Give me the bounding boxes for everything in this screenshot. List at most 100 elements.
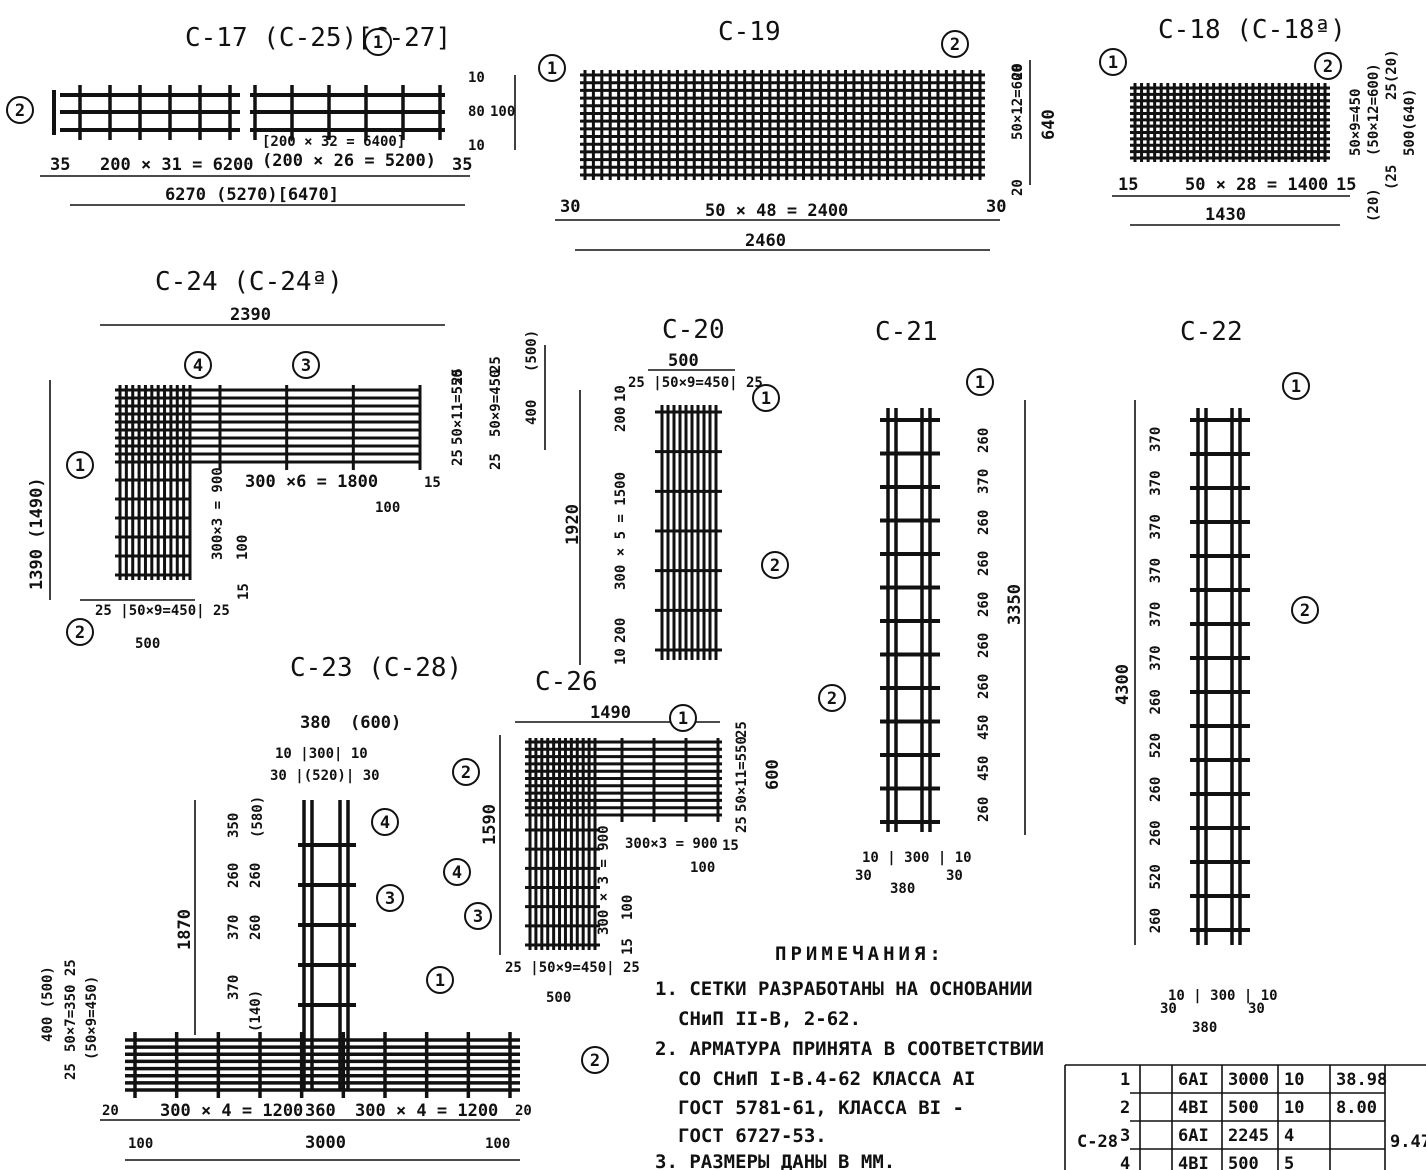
c21-segment-label: 260 (976, 674, 992, 699)
c23-b2: 300 × 4 = 1200 (160, 1101, 303, 1121)
c26-e15: 15 (722, 838, 739, 854)
callout-circle (966, 368, 994, 396)
callout-number: 1 (435, 971, 445, 991)
note-line-4: СО СНиП І-В.4-62 КЛАССА АІ (678, 1068, 975, 1090)
c26-e100: 100 (690, 860, 715, 876)
c20-a: 200 (613, 407, 629, 432)
c23-segment-label: (140) (248, 990, 264, 1032)
c22-segment-label: 370 (1148, 470, 1164, 495)
c18-v1: 50×9=450 (1348, 89, 1364, 156)
c23-segment-label: 260 (248, 915, 264, 940)
table-cell: 3000 (1228, 1070, 1269, 1090)
note-line-2: СНиП ІІ-В, 2-62. (678, 1008, 861, 1030)
callout-number: 2 (950, 35, 960, 55)
note-line-1: 1. СЕТКИ РАЗРАБОТАНЫ НА ОСНОВАНИИ (655, 978, 1033, 1000)
callout-number: 2 (770, 556, 780, 576)
c22-segment-label: 370 (1148, 427, 1164, 452)
callout-number: 4 (380, 813, 390, 833)
callout-number: 2 (15, 101, 25, 121)
callout-number: 1 (678, 709, 688, 729)
callout-number: 2 (1300, 601, 1310, 621)
c26-w: 1490 (590, 703, 631, 723)
c24-r4: 25 (488, 356, 504, 373)
c21-segment-label: 450 (976, 715, 992, 740)
title-c21: С-21 (875, 317, 938, 347)
callout-number: 1 (1291, 377, 1301, 397)
mesh-c22: С-22 4300 370370370370370370260520260260… (1113, 317, 1278, 1036)
callout-number: 2 (590, 1051, 600, 1071)
c21-segment-label: 260 (976, 428, 992, 453)
callout-circle (184, 351, 212, 379)
c23-b8: 100 (485, 1136, 510, 1152)
c23-b1: 20 (102, 1103, 119, 1119)
callout-number: 1 (1108, 53, 1118, 73)
c18-v5: (20) (1366, 188, 1382, 222)
callout-number: 1 (761, 389, 771, 409)
c24-v: 300×3 = 900 (210, 467, 226, 560)
table-cell: 8.00 (1336, 1098, 1377, 1118)
c17-dim-total: 6270 (5270)[6470] (165, 185, 339, 205)
mesh-c26: С-26 1490 1590 300×3 = 900 300 × 3 = 900… (480, 667, 783, 1006)
table-cell: 2 (1120, 1098, 1130, 1118)
c22-segment-label: 520 (1148, 733, 1164, 758)
c24-r3: 25 (450, 449, 466, 466)
c19-v3: 640 (1039, 109, 1059, 140)
c22-segment-label: 370 (1148, 558, 1164, 583)
c21-segment-label: 260 (976, 797, 992, 822)
table-cell: 4 (1284, 1126, 1294, 1146)
table-cell: 3 (1120, 1126, 1130, 1146)
table-cell: 4ВІ (1178, 1098, 1209, 1118)
c18-total: 1430 (1205, 205, 1246, 225)
c17-v1: 10 (468, 70, 485, 86)
c22-segment-label: 370 (1148, 514, 1164, 539)
c17-bars (52, 85, 445, 140)
c17-v4: 10 (468, 138, 485, 154)
c26-r4: 600 (763, 759, 783, 790)
callout-circle (66, 618, 94, 646)
note-line-3: 2. АРМАТУРА ПРИНЯТА В СООТВЕТСТВИИ (655, 1038, 1044, 1060)
c21-segment-label: 370 (976, 469, 992, 494)
title-c24: С-24 (С-24ª) (155, 267, 343, 297)
callout-circle (1099, 48, 1127, 76)
c24-span: 300 ×6 = 1800 (245, 472, 378, 492)
c21-grid (880, 408, 940, 832)
c18-e2: 15 (1336, 175, 1356, 195)
c23-b6: 100 (128, 1136, 153, 1152)
c24-h100: 100 (375, 500, 400, 516)
c26-r2: 50×11=550 (734, 736, 750, 812)
c24-r7: 400 (524, 400, 540, 425)
note-line-5: ГОСТ 5781-61, КЛАССА ВІ - (678, 1097, 964, 1119)
callout-circle (538, 54, 566, 82)
c23-segment-label: (580) (250, 796, 266, 838)
callout-circle (443, 858, 471, 886)
c26-v2: 100 (620, 895, 636, 920)
c26-v: 300 × 3 = 900 (596, 825, 612, 935)
c23-segment-label: 260 (226, 863, 242, 888)
c17-dim-top-right: [200 × 32 = 6400] (262, 134, 405, 150)
c23-b3: 360 (305, 1101, 336, 1121)
callout-number: 1 (547, 59, 557, 79)
c23-top2: (600) (350, 713, 401, 733)
c21-bot: 10 | 300 | 10 (862, 850, 972, 866)
c21-total: 3350 (1005, 584, 1025, 625)
c23-top3: 10 |300| 10 (275, 746, 368, 762)
c23-left2: 50×7=350 25 (63, 959, 79, 1052)
c26-span: 300×3 = 900 (625, 836, 718, 852)
c24-height: 1390 (1490) (27, 477, 47, 590)
c21-segment-label: 260 (976, 510, 992, 535)
c21-bot3: 380 (890, 881, 915, 897)
c19-total: 2460 (745, 231, 786, 251)
c22-grid (1190, 408, 1250, 945)
note-line-6: ГОСТ 6727-53. (678, 1125, 827, 1147)
callout-circle (452, 758, 480, 786)
c22-segment-label: 260 (1148, 820, 1164, 845)
c24-r5: 50×9=450 (488, 370, 504, 437)
callout-circle (6, 96, 34, 124)
c24-r6: 25 (488, 453, 504, 470)
c23-b7: 3000 (305, 1133, 346, 1153)
notes-heading: ПРИМЕЧАНИЯ: (775, 943, 945, 965)
table-cell: 500 (1228, 1154, 1259, 1170)
